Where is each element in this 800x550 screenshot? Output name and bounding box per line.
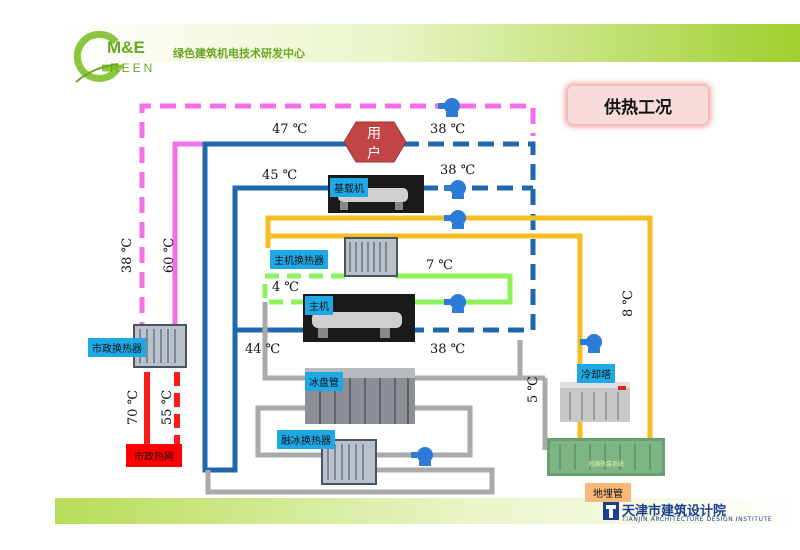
temp-60-vertical: 60 ℃	[162, 237, 178, 274]
pipe-pink-dashed	[139, 103, 536, 333]
logo-reen-text: REEN	[110, 61, 156, 75]
temp-47: 47 ℃	[272, 122, 308, 137]
temp-44: 44 ℃	[245, 342, 281, 357]
municipal-net-label: 市政热网	[126, 444, 182, 467]
ground-sign-text: 地源热泵系统	[588, 460, 624, 468]
pump-icon	[438, 98, 460, 117]
pump-icon	[444, 180, 466, 199]
temp-55-vertical: 55 ℃	[160, 389, 176, 426]
temp-38-mid: 38 ℃	[440, 163, 476, 178]
green-logo-icon	[73, 30, 125, 83]
pump-icon	[444, 210, 466, 229]
pipe-gray-d	[255, 405, 330, 458]
header-band	[55, 24, 800, 62]
ice-coil-label: 冰盘管	[305, 372, 343, 391]
base-chiller-label: 基载机	[330, 178, 368, 197]
temp-8-vertical: 8 ℃	[620, 290, 636, 317]
temp-4: 4 ℃	[272, 280, 299, 295]
melt-hx-label: 融冰换热器	[277, 430, 335, 449]
user-node-label: 用 户	[367, 126, 381, 162]
pump-icon	[580, 334, 602, 353]
temp-38-bottom: 38 ℃	[430, 342, 466, 357]
temp-5-vertical: 5 ℃	[525, 376, 541, 403]
main-hx-label: 主机换热器	[270, 250, 328, 269]
temp-38-vertical: 38 ℃	[120, 237, 136, 274]
pipe-gray	[262, 302, 305, 381]
pipe-green-dashed	[262, 273, 345, 305]
temp-7: 7 ℃	[426, 258, 453, 273]
temp-38-top: 38 ℃	[430, 122, 466, 137]
cooling-tower-label: 冷却塔	[577, 364, 615, 383]
main-unit-label: 主机	[305, 296, 333, 315]
user-node	[343, 121, 407, 163]
pipe-gray-f	[205, 467, 495, 495]
melt-hx-unit	[321, 439, 377, 485]
pump-icon	[411, 447, 433, 466]
main-hx-unit	[344, 237, 398, 277]
pipe-blue-solid	[202, 141, 346, 473]
temp-70-vertical: 70 ℃	[126, 389, 142, 426]
institute-logo-icon	[603, 502, 619, 520]
org-name: 绿色建筑机电技术研发中心	[173, 47, 305, 60]
institute-name-en: TIANJIN ARCHITECTURE DESIGN INSTITUTE	[622, 516, 773, 523]
pipe-blue-dashed	[403, 141, 536, 333]
ground-pipe-label: 地埋管	[585, 483, 631, 502]
temp-45: 45 ℃	[262, 168, 298, 183]
page-title: 供热工况	[568, 86, 708, 124]
footer-band	[55, 498, 800, 524]
pump-icon	[444, 294, 466, 313]
municipal-hx-label: 市政换热器	[88, 338, 146, 357]
cooling-tower-unit	[560, 382, 630, 422]
institute-name: 天津市建筑设计院	[622, 504, 727, 519]
logo-me-text: M&E	[107, 38, 145, 57]
